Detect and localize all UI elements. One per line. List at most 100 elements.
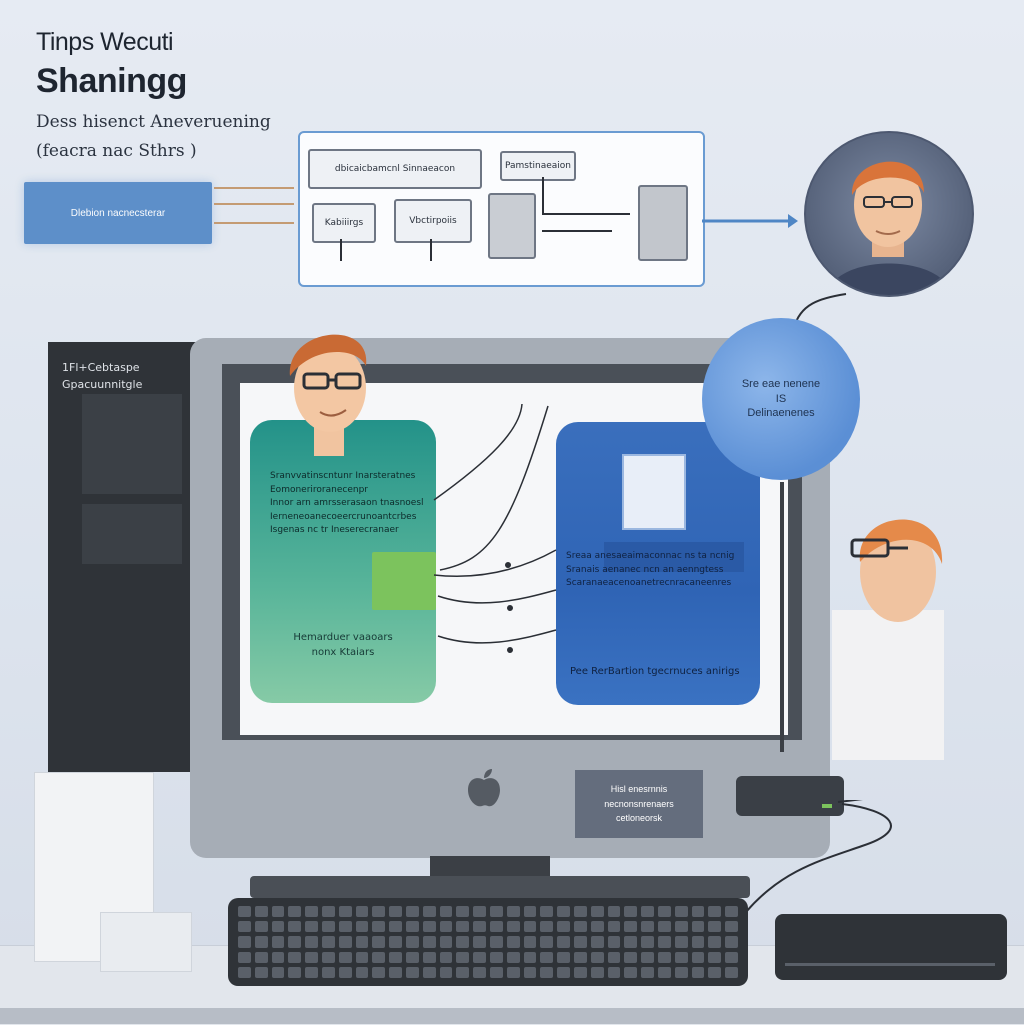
- green-card-line: Sranvvatinscntunr Inarsteratnes: [270, 471, 416, 481]
- flow-connector: [542, 230, 612, 232]
- cable-lines: [745, 800, 892, 913]
- keyboard-key: [658, 921, 671, 933]
- keyboard-key: [254, 906, 268, 918]
- keyboard-key: [574, 951, 587, 963]
- keyboard-key: [725, 921, 738, 933]
- keyboard-key: [322, 966, 335, 978]
- keyboard-key: [238, 966, 251, 978]
- green-card-line: Isgenas nc tr Ineserecranaer: [270, 525, 399, 535]
- panel-block: [82, 504, 182, 564]
- keyboard-key: [725, 951, 738, 963]
- keyboard-key: [557, 966, 570, 978]
- keyboard-key: [557, 936, 570, 948]
- person-side-icon: [850, 519, 943, 622]
- keyboard-key: [641, 951, 654, 963]
- keyboard-key: [473, 951, 486, 963]
- keyboard-key: [456, 936, 470, 948]
- keyboard-key: [523, 906, 537, 918]
- flow-diagram-box: dbicaicbamcnl Sinnaeacon Pamstinaeaion K…: [298, 131, 705, 287]
- keyboard-key: [439, 906, 453, 918]
- keyboard-key: [406, 921, 419, 933]
- keyboard-key: [456, 906, 470, 918]
- keyboard-key: [506, 951, 520, 963]
- keyboard-key: [305, 906, 318, 918]
- keyboard-key: [725, 906, 738, 918]
- keyboard-key: [658, 906, 671, 918]
- keyboard-key: [490, 906, 503, 918]
- flow-node-top: dbicaicbamcnl Sinnaeacon: [308, 149, 482, 189]
- keyboard-key: [658, 951, 671, 963]
- keyboard-key: [691, 936, 705, 948]
- keyboard-key: [574, 966, 587, 978]
- keyboard-key: [708, 951, 722, 963]
- keyboard-key: [624, 936, 638, 948]
- arrow-line-top: [214, 187, 294, 189]
- keyboard-key: [456, 951, 470, 963]
- keyboard-key: [540, 951, 554, 963]
- blue-card-line: Scaranaeacenoanetrecnracaneenres: [566, 578, 732, 588]
- keyboard-key: [305, 936, 318, 948]
- keyboard-key: [406, 951, 419, 963]
- flow-node-left: Kabiiirgs: [312, 203, 376, 243]
- keyboard-key: [271, 921, 285, 933]
- keyboard-key: [422, 966, 436, 978]
- keyboard-key: [607, 906, 621, 918]
- keyboard-key: [322, 951, 335, 963]
- keyboard-key: [322, 906, 335, 918]
- blue-card-line: Sranais aenanec ncn an aenngtess: [566, 564, 724, 575]
- keyboard-key: [389, 906, 402, 918]
- keyboard-key: [338, 906, 352, 918]
- keyboard-key: [658, 966, 671, 978]
- keyboard-key: [590, 906, 604, 918]
- keyboard-key: [708, 921, 722, 933]
- keyboard-key: [355, 966, 369, 978]
- background-monitor: 1Fl+Cebtaspe Gpacuunnitgle: [48, 342, 198, 772]
- router-device: [775, 914, 1007, 980]
- panel-header: 1Fl+Cebtaspe Gpacuunnitgle: [62, 361, 143, 391]
- keyboard-key: [238, 936, 251, 948]
- keyboard-key: [271, 966, 285, 978]
- keyboard-key: [557, 951, 570, 963]
- lower-info-label: Hisl enesrnnis necnonsnrenaers cetloneor…: [575, 770, 703, 838]
- keyboard-key: [355, 921, 369, 933]
- keyboard-key: [372, 936, 386, 948]
- keyboard-key: [372, 921, 386, 933]
- keyboard-key: [322, 921, 335, 933]
- keyboard-key: [238, 906, 251, 918]
- lower-label-line: Hisl enesrnnis: [610, 784, 668, 795]
- green-card-line: Innor arn amrsserasaon tnasnoesl: [270, 498, 424, 508]
- person-shirt: [832, 610, 944, 760]
- flow-node-mid-label: Vbctirpoiis: [409, 216, 457, 226]
- green-highlight-block: [372, 552, 436, 610]
- keyboard-key: [624, 966, 638, 978]
- title-line-2: Shaningg: [36, 62, 187, 100]
- keyboard-key: [624, 921, 638, 933]
- keyboard-key: [288, 906, 302, 918]
- info-bubble: Sre eae nenene IS Delinaenenes: [702, 318, 860, 480]
- keyboard-key: [422, 951, 436, 963]
- keyboard-key: [540, 906, 554, 918]
- green-card-footer: Hemarduer vaaoars nonx Ktaiars: [250, 630, 436, 660]
- keyboard-key: [674, 936, 688, 948]
- keyboard-key: [406, 906, 419, 918]
- keyboard-key: [523, 936, 537, 948]
- keyboard-key: [254, 966, 268, 978]
- keyboard-key: [372, 906, 386, 918]
- avatar-bubble: [804, 131, 974, 297]
- person-illustration-icon: [289, 334, 367, 456]
- router-vent: [785, 963, 995, 966]
- keyboard-key: [389, 936, 402, 948]
- keyboard-key: [490, 921, 503, 933]
- keyboard-key: [305, 966, 318, 978]
- keyboard-key: [641, 906, 654, 918]
- keyboard-key: [590, 966, 604, 978]
- keyboard-key: [691, 951, 705, 963]
- flow-node-mid: Vbctirpoiis: [394, 199, 472, 243]
- keyboard-key: [607, 951, 621, 963]
- keyboard-key: [288, 921, 302, 933]
- keyboard-key: [540, 966, 554, 978]
- left-blue-label: Dlebion nacnecsterar: [24, 182, 212, 244]
- keyboard-key: [624, 951, 638, 963]
- keyboard-key: [422, 921, 436, 933]
- flow-node-small: Pamstinaeaion: [500, 151, 576, 181]
